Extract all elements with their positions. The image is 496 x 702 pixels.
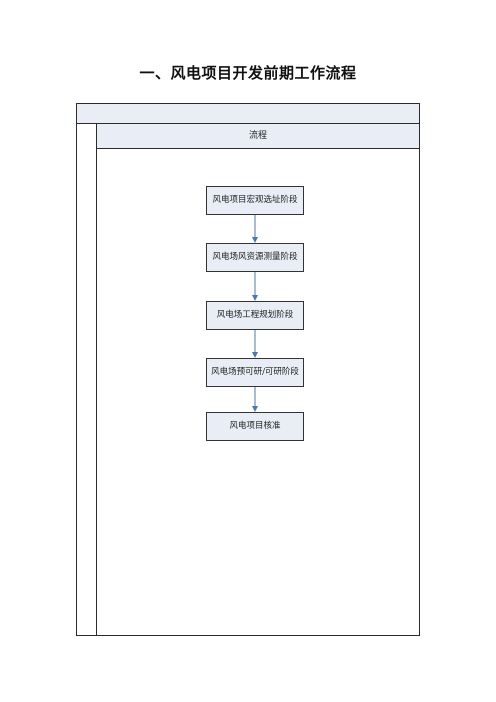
left-lane-column [77,124,97,635]
lane-header: 流程 [97,124,419,149]
step-feasibility-study: 风电场预可研/可研阶段 [206,358,304,387]
frame-top-band [77,104,419,124]
page-title: 一、风电项目开发前期工作流程 [139,64,357,82]
step-macro-site-selection: 风电项目宏观选址阶段 [206,186,304,215]
step-wind-resource-measurement: 风电场风资源测量阶段 [206,243,304,272]
step-project-approval: 风电项目核准 [206,412,304,441]
step-engineering-planning: 风电场工程规划阶段 [206,301,304,330]
